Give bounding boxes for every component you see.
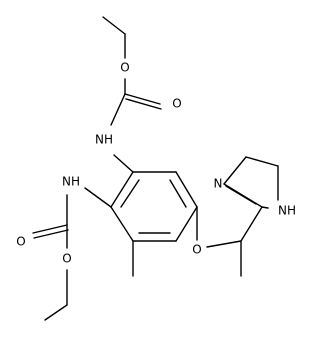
bond-top-carbonyl-to-nh (110, 93, 126, 126)
molecule-diagram: O O NH NH O O O N NH (16, 16, 296, 321)
bond-mid-carbonyl-double-2 (33, 229, 69, 239)
bond-ring-2 (175, 171, 198, 208)
bond-ch-to-imidazoline (240, 206, 263, 242)
atom-o-bottom-carbonyl: O (16, 235, 25, 249)
bond-mid-ring-to-nh (84, 187, 112, 208)
bond-top-nh-to-ring (113, 154, 134, 173)
bond-bottom-ethyl-2 (44, 304, 68, 321)
atom-o-top-ether: O (120, 61, 129, 75)
atom-o-ring-ether: O (192, 243, 201, 257)
bond-ring-6 (110, 171, 134, 208)
bond-ring-2-inner (169, 179, 187, 208)
bond-ring-5 (110, 206, 134, 242)
bond-imidazoline-c2-n-inner (225, 185, 257, 205)
bond-ring-3 (175, 206, 198, 242)
atom-nh-imidazoline: NH (278, 204, 296, 218)
bond-ether-oxygen-to-ch (206, 240, 242, 248)
bond-top-carbonyl-double-2 (125, 98, 162, 110)
atom-nh-middle: NH (62, 175, 80, 189)
bond-imidazoline-c4-c5 (245, 156, 279, 167)
bond-top-ethyl-1 (102, 16, 126, 35)
atom-o-bottom-ether: O (62, 252, 71, 266)
bond-ring-6-inner (120, 179, 140, 208)
atom-o-top-carbonyl: O (172, 97, 181, 111)
atom-n-imidazoline: N (214, 177, 223, 191)
bond-mid-carbonyl-double-1 (32, 224, 68, 234)
chemical-structure: O O NH NH O O O N NH (16, 16, 296, 321)
bond-imidazoline-n-c4 (223, 156, 247, 185)
atom-nh-top: NH (95, 133, 113, 147)
bond-top-carbonyl-double-1 (124, 93, 161, 105)
bond-imidazoline-nh-c2 (261, 206, 269, 209)
